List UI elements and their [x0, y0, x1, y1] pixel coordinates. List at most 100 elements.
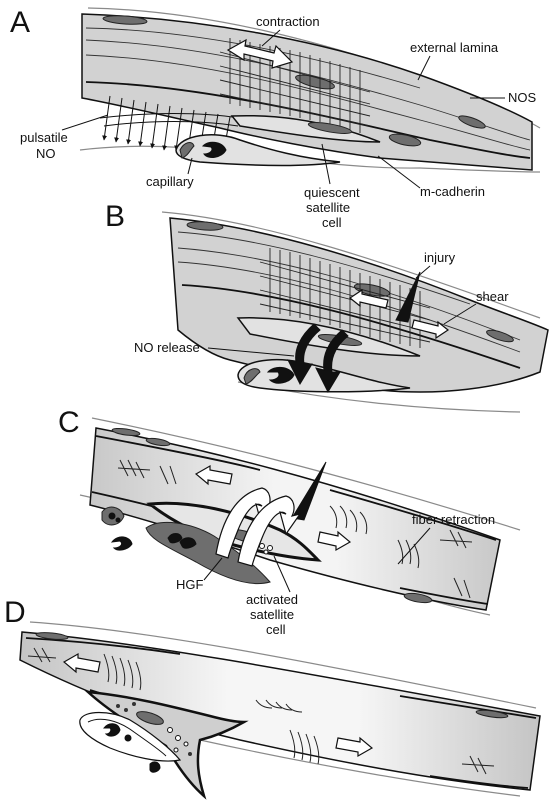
panel-a-red-blood-cell: [202, 141, 227, 158]
panel-d-red-blood-cell: [103, 723, 121, 737]
panel-a-myonucleus: [388, 133, 422, 147]
panel-c-myonucleus: [403, 592, 433, 604]
panel-b-leader-shear: [443, 303, 477, 325]
panel-d-sarcolemma-bottom: [429, 775, 529, 789]
panel-c-injury-wedge: [291, 461, 327, 521]
panel-a-leader-external-lamina: [417, 55, 431, 81]
panel-c-leader-fiber-retraction: [397, 527, 431, 565]
panel-b-leader-injury: [415, 265, 431, 279]
panel-a-label-nos: NOS: [508, 90, 537, 105]
panel-a-leader-capillary: [187, 157, 193, 175]
panel-a: A: [10, 6, 541, 230]
panel-b-label-injury: injury: [424, 250, 456, 265]
panel-d-retraction-arrow-left: [62, 652, 101, 674]
panel-b-no-release-arrow: [315, 329, 349, 394]
panel-b-injury-wedge: [395, 271, 421, 323]
panel-a-myonucleus: [102, 15, 148, 25]
panel-a-leader-pulsatile: [61, 114, 109, 131]
panel-b-label-shear: shear: [476, 289, 509, 304]
panel-a-label-pulsatile: pulsatile: [20, 130, 68, 145]
panel-b-shear-arrow-left: [348, 288, 389, 309]
panel-d-capillary-inner: [87, 718, 167, 757]
panel-c-leader-hgf: [203, 557, 223, 581]
panel-c-granule: [259, 543, 265, 549]
panel-c-sarcomere-hatch: [117, 459, 473, 599]
panel-b-fiber-line: [177, 261, 521, 353]
panel-b-fiber-line: [177, 231, 471, 305]
panel-b-fiber-line: [177, 247, 521, 341]
panel-c-granule: [263, 549, 269, 555]
panel-a-leader-contraction: [261, 29, 281, 47]
panel-d-sarcolemma-top: [399, 695, 537, 719]
panel-d-retraction-arrow-right: [335, 736, 374, 758]
panel-c: C: [58, 406, 521, 637]
panel-c-leader-activated: [273, 555, 291, 593]
panel-a-myonucleus: [295, 74, 335, 90]
panel-a-label-quiescent: quiescent: [304, 185, 360, 200]
panel-a-leader-m-cadherin: [377, 155, 421, 189]
panel-d-red-blood-cell: [124, 734, 132, 742]
panel-c-label-fiber-retraction: fiber retraction: [412, 512, 495, 527]
panel-c-label-satellite: satellite: [250, 607, 294, 622]
panel-d-muscle-fiber: [19, 631, 541, 791]
panel-c-cell-debris: [115, 517, 121, 523]
panel-a-label-contraction: contraction: [256, 14, 320, 29]
panel-d-letter: D: [4, 596, 26, 629]
panel-a-muscle-fiber: [81, 13, 533, 171]
panel-c-external-lamina: [91, 417, 521, 531]
panel-a-label-capillary: capillary: [146, 174, 194, 189]
panel-b-external-lamina: [161, 211, 541, 319]
panel-b-capillary-nucleus: [243, 368, 261, 385]
panel-c-label-activated: activated: [246, 592, 298, 607]
panel-a-label-pulsatile-no: NO: [36, 146, 56, 161]
panel-a-label-m-cadherin: m-cadherin: [420, 184, 485, 199]
panel-d-sarcolemma-top: [25, 637, 181, 655]
panel-d-myonucleus: [475, 709, 509, 719]
panel-b-leader-no-release: [207, 347, 295, 357]
panel-a-pulsatile-no-arrows: [99, 95, 241, 151]
panel-d-myoblast-nucleus: [136, 711, 164, 725]
panel-c-red-blood-cell: [179, 537, 197, 549]
panel-d-granules: [116, 702, 192, 756]
panel-c-cell-debris: [108, 512, 116, 520]
panel-d-myonucleus: [35, 632, 69, 640]
panel-a-leader-quiescent: [321, 143, 331, 185]
panel-c-label-hgf: HGF: [176, 577, 204, 592]
panel-a-quiescent-satellite-cell: [230, 114, 381, 143]
panel-c-retraction-arrow-left: [194, 464, 233, 486]
panel-a-label-external-lamina: external lamina: [410, 40, 499, 55]
panel-a-fiber-line: [85, 39, 531, 141]
panel-c-red-blood-cell: [167, 533, 183, 544]
panel-c-granule: [267, 545, 273, 551]
panel-a-sarcomere-grid: [219, 38, 371, 133]
panel-a-satellite-nucleus: [307, 122, 353, 134]
panel-a-fiber-line: [85, 27, 421, 89]
panel-b-sarcolemma: [181, 284, 521, 369]
panel-a-myonucleus: [458, 115, 486, 129]
panel-d: D: [4, 596, 541, 800]
panel-d-cell-debris: [149, 761, 161, 773]
panel-c-sarcolemma-top: [95, 435, 261, 471]
panel-b-label-no-release: NO release: [134, 340, 200, 355]
panel-c-myonucleus: [111, 427, 141, 437]
panel-d-external-lamina-lower: [199, 739, 521, 797]
panel-b-myonucleus: [186, 221, 224, 231]
panel-c-sarcolemma-top: [329, 489, 497, 541]
panel-b-red-blood-cell: [266, 367, 295, 384]
panel-c-sarcolemma-bottom: [399, 587, 489, 605]
panel-c-letter: C: [58, 406, 80, 439]
panel-c-retraction-arrow-right: [317, 530, 352, 552]
panel-d-external-lamina: [29, 621, 537, 709]
panel-d-sarcomere-hatch: [27, 647, 495, 775]
panel-a-letter: A: [10, 6, 30, 39]
panel-b-myonucleus: [486, 329, 514, 343]
panel-a-label-cell: cell: [322, 215, 342, 230]
panel-c-hgf-arrow: [237, 495, 302, 567]
panel-b: B: [105, 200, 549, 413]
panel-c-label-cell: cell: [266, 622, 286, 637]
panel-b-letter: B: [105, 200, 125, 233]
panel-c-red-blood-cell: [110, 536, 133, 551]
panel-a-contraction-arrow: [226, 38, 294, 69]
panel-a-sarcolemma: [85, 81, 531, 159]
